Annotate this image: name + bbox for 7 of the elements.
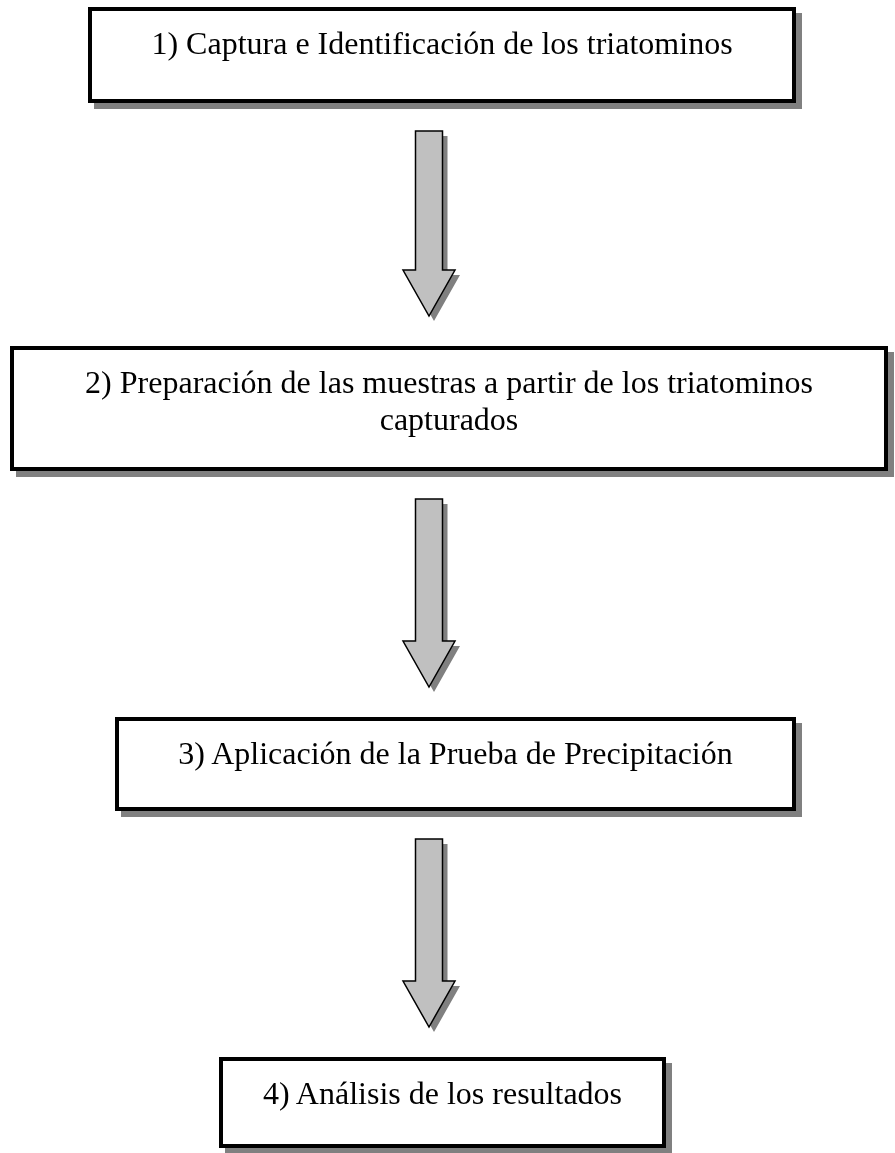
block-arrow: [401, 130, 460, 321]
step-text: 4) Análisis de los resultados: [261, 1075, 624, 1112]
step-text: 1) Captura e Identificación de los triatominos: [150, 25, 734, 62]
step-text: 2) Preparación de las muestras a partir de los triatominos capturados: [84, 364, 814, 438]
block-arrow: [401, 838, 460, 1032]
step-text: 3) Aplicación de la Prueba de Precipitación: [177, 735, 734, 772]
block-arrow: [401, 498, 460, 692]
